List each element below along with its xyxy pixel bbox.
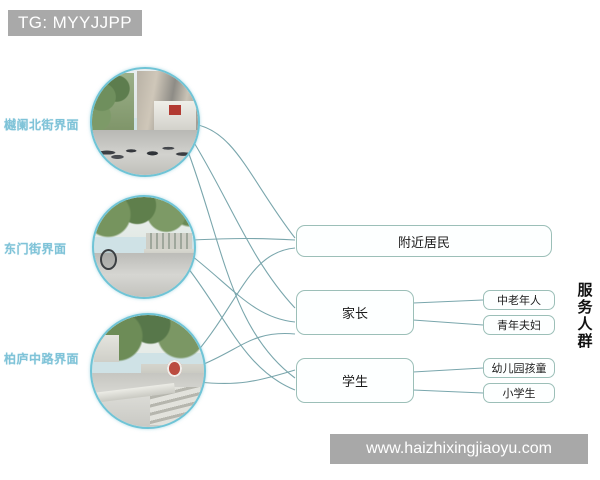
- photo-circle-2[interactable]: [92, 195, 196, 299]
- wire-c3-residents: [196, 247, 296, 353]
- wire-c2-parents: [191, 255, 296, 323]
- photo-circle-3[interactable]: [90, 313, 206, 429]
- photo-2-image: [94, 197, 194, 297]
- wire-parents-elderly: [412, 299, 484, 304]
- vertical-title-char-4: 群: [577, 333, 593, 350]
- wire-c1-parents: [189, 135, 296, 309]
- wire-parents-couples: [412, 319, 484, 326]
- photo-circle-1[interactable]: [90, 67, 200, 177]
- photo-1-image: [92, 69, 198, 175]
- wire-c3-students: [197, 369, 296, 384]
- group-box-students[interactable]: 学生: [296, 358, 414, 403]
- photo-caption-3: 柏庐中路界面: [4, 352, 80, 366]
- sub-box-young-couples[interactable]: 青年夫妇: [483, 315, 555, 335]
- sub-box-middle-aged-elderly[interactable]: 中老年人: [483, 290, 555, 310]
- wire-c3-parents: [198, 332, 296, 367]
- photo-caption-1: 樾阑北街界面: [4, 118, 80, 132]
- wire-students-primary: [412, 389, 484, 394]
- tag-badge: TG: MYYJJPP: [8, 10, 142, 36]
- wire-c2-students: [187, 267, 296, 391]
- wire-c1-residents: [192, 123, 296, 239]
- vertical-title-char-1: 服: [577, 282, 593, 299]
- wire-students-kindergarten: [412, 367, 484, 373]
- watermark: www.haizhixingjiaoyu.com: [330, 434, 588, 464]
- group-box-nearby-residents[interactable]: 附近居民: [296, 225, 552, 257]
- vertical-title: 服 务 人 群: [574, 282, 596, 350]
- wire-c2-residents: [192, 237, 296, 241]
- vertical-title-char-3: 人: [577, 316, 593, 333]
- wire-c1-students: [185, 145, 296, 379]
- photo-caption-2: 东门街界面: [4, 242, 67, 256]
- photo-3-image: [92, 315, 204, 427]
- vertical-title-char-2: 务: [577, 299, 593, 316]
- group-box-parents[interactable]: 家长: [296, 290, 414, 335]
- sub-box-primary-students[interactable]: 小学生: [483, 383, 555, 403]
- sub-box-kindergarten-children[interactable]: 幼儿园孩童: [483, 358, 555, 378]
